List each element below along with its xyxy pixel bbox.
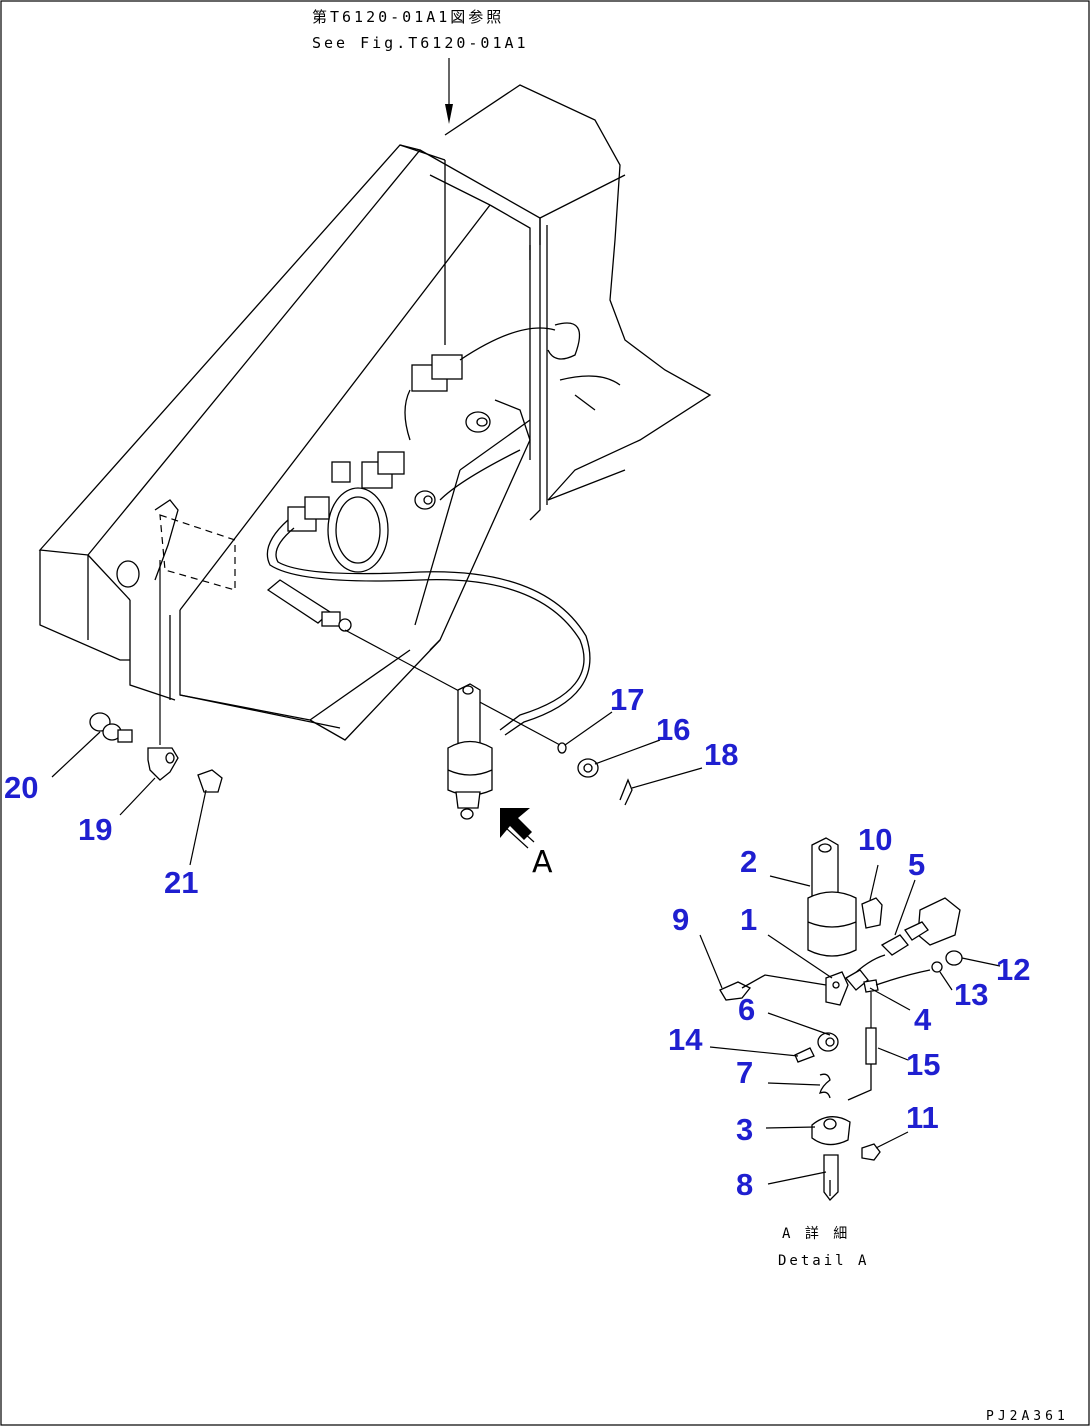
callout-13: 13 — [954, 977, 988, 1012]
callout-numbers: 2 1 9 10 5 12 13 6 4 14 15 7 11 3 8 17 1… — [4, 682, 1030, 1202]
detail-title-jp: A 詳 細 — [782, 1226, 850, 1242]
callout-7: 7 — [736, 1055, 753, 1090]
view-arrow-label: A — [532, 845, 553, 880]
callout-12: 12 — [996, 952, 1030, 987]
reference-note-en: See Fig.T6120-01A1 — [312, 34, 529, 52]
callout-14: 14 — [668, 1022, 703, 1057]
callout-leaders — [51, 711, 1001, 1185]
callout-21: 21 — [164, 865, 198, 900]
callout-1: 1 — [740, 902, 757, 937]
drawing-code: PJ2A361 — [986, 1409, 1069, 1424]
wiring-harness — [266, 327, 591, 736]
detail-a-parts — [719, 837, 963, 1201]
callout-5: 5 — [908, 847, 925, 882]
callout-15: 15 — [906, 1047, 940, 1082]
callout-20: 20 — [4, 770, 38, 805]
callout-17: 17 — [610, 682, 644, 717]
view-arrow-a — [500, 808, 535, 849]
reference-note-jp: 第T6120-01A1図参照 — [312, 8, 504, 26]
loose-parts-upper — [557, 742, 633, 806]
callout-4: 4 — [914, 1002, 932, 1037]
callout-8: 8 — [736, 1167, 753, 1202]
callout-18: 18 — [704, 737, 738, 772]
frame-assembly — [38, 84, 712, 741]
loose-parts-left — [89, 560, 223, 793]
callout-2: 2 — [740, 844, 757, 879]
reference-arrow — [445, 58, 453, 124]
sensor-rod — [266, 579, 561, 746]
callout-9: 9 — [672, 902, 689, 937]
switch-assembly-installed — [447, 683, 493, 820]
detail-title-en: Detail A — [778, 1253, 869, 1269]
callout-6: 6 — [738, 992, 755, 1027]
callout-3: 3 — [736, 1112, 753, 1147]
callout-11: 11 — [906, 1100, 939, 1135]
callout-19: 19 — [78, 812, 112, 847]
callout-10: 10 — [858, 822, 892, 857]
callout-16: 16 — [656, 712, 690, 747]
frame-connectors — [287, 354, 463, 532]
